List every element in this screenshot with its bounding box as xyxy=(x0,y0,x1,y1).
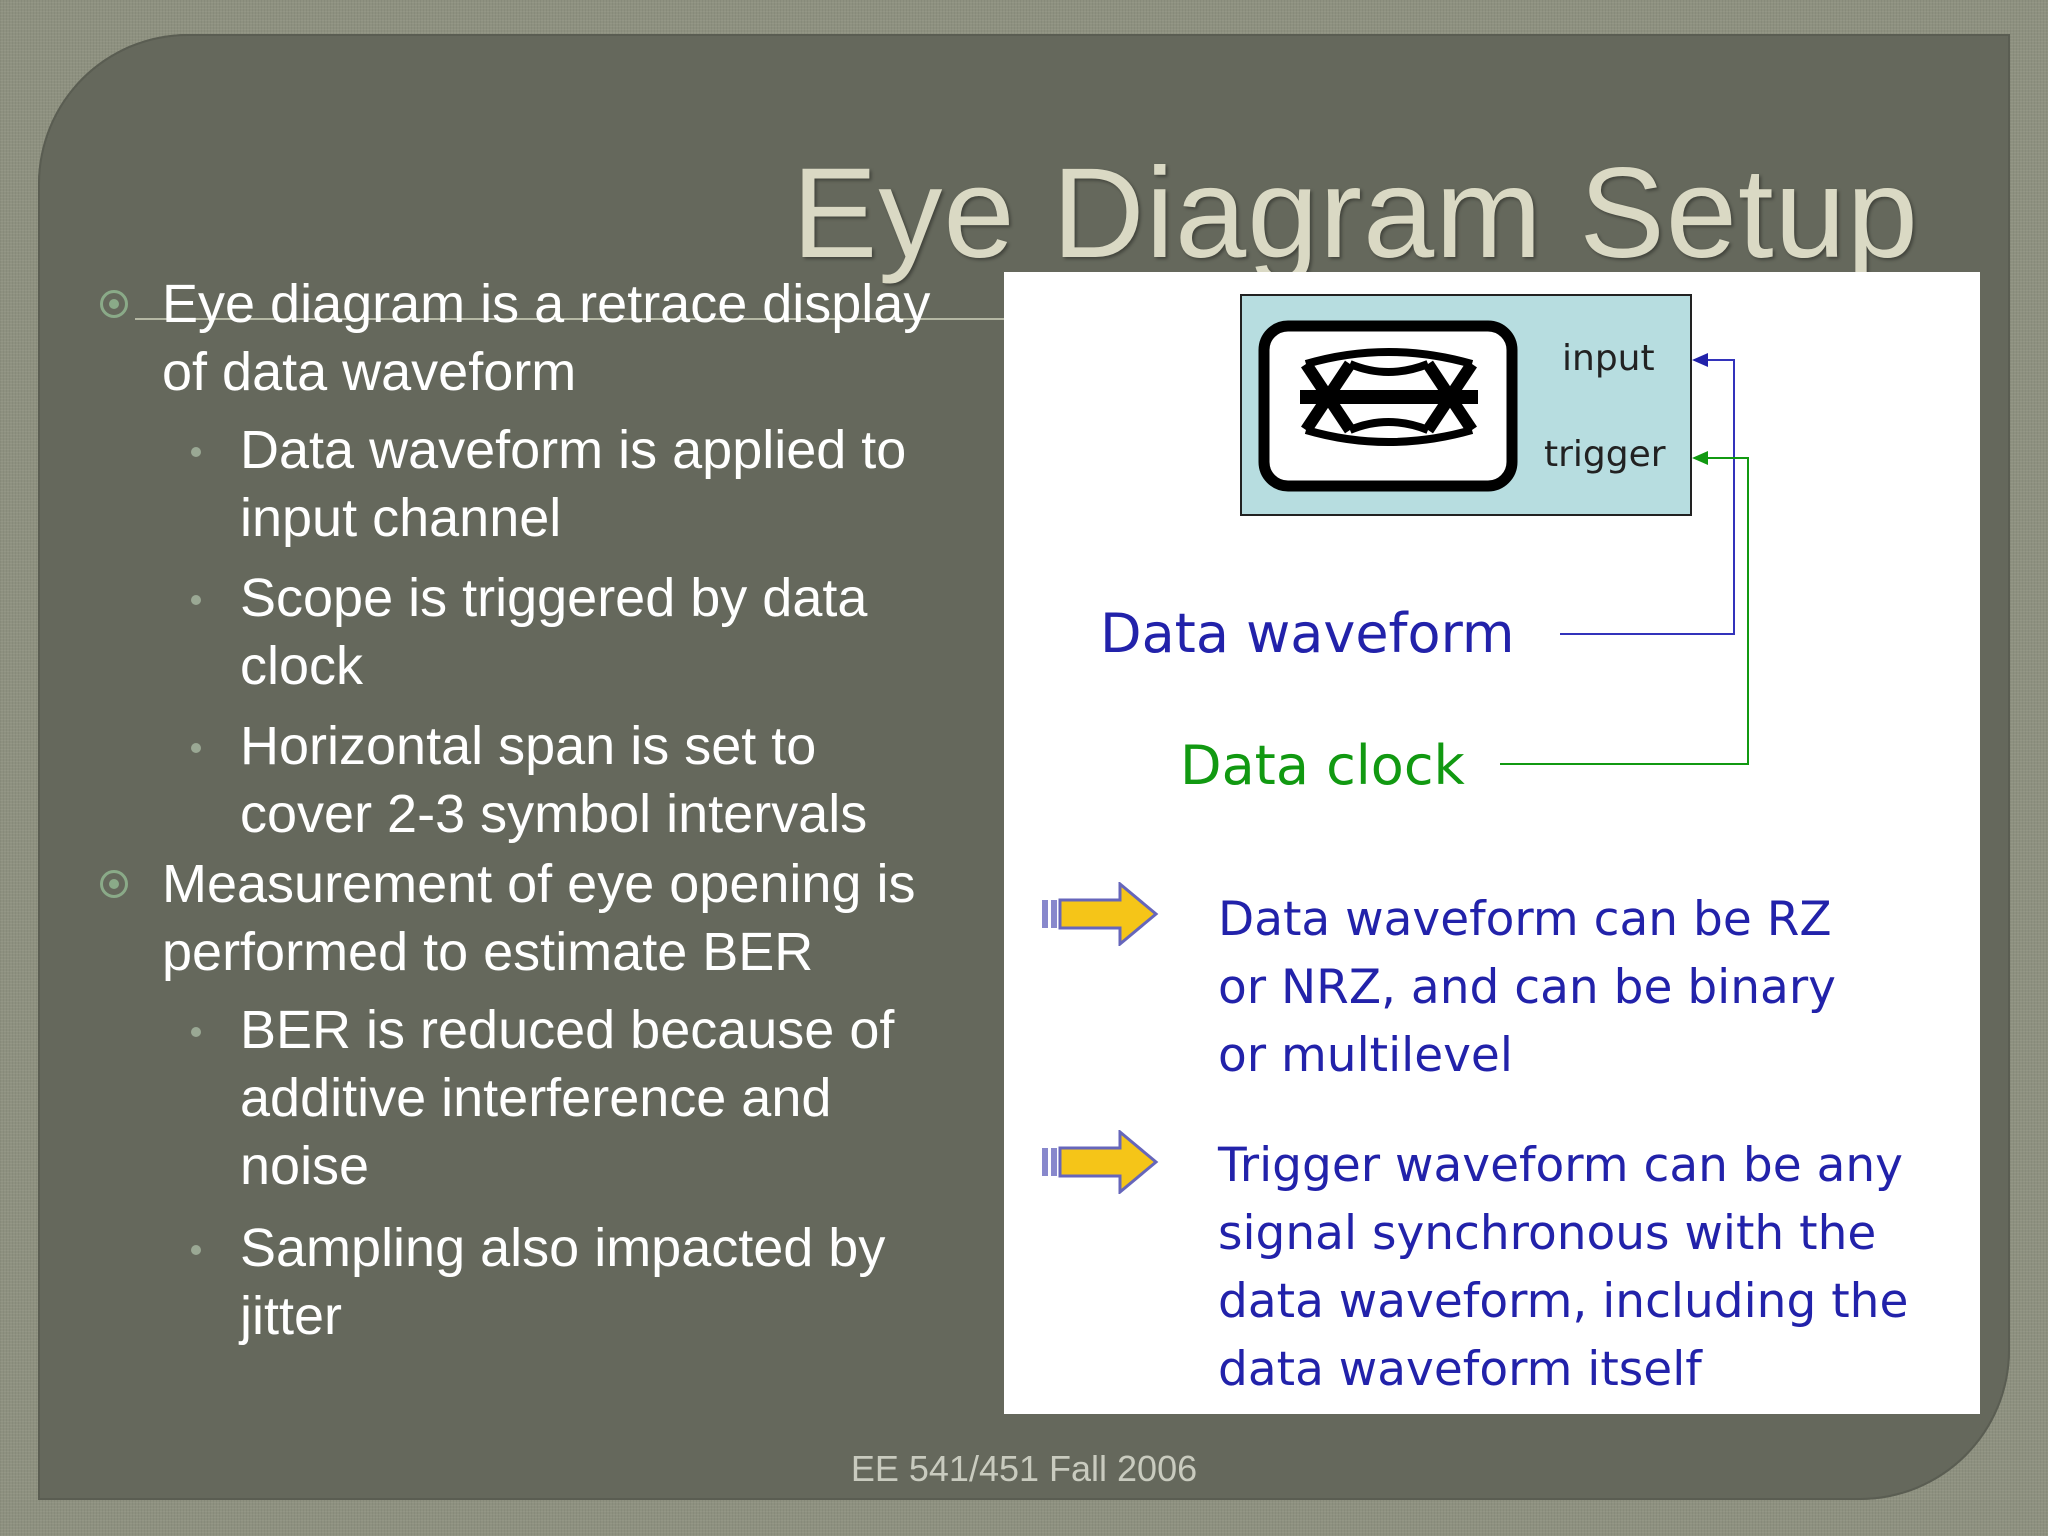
sub-bullet-1-1: Data waveform is applied to input channe… xyxy=(240,416,1000,552)
sub-bullet-line: Scope is triggered by data xyxy=(240,568,868,628)
sub-bullet-line: Sampling also impacted by xyxy=(240,1218,886,1278)
bullet-1-line-2: of data waveform xyxy=(162,342,577,402)
eye-diagram-setup-figure: input trigger Data waveform Data clock D… xyxy=(1004,272,1980,1414)
bullet-2-text: Measurement of eye opening is performed … xyxy=(162,850,1002,986)
note-line: data waveform, including the xyxy=(1218,1274,1909,1329)
sub-bullet-line: additive interference and xyxy=(240,1068,832,1128)
sub-bullet-line: cover 2-3 symbol intervals xyxy=(240,784,868,844)
data-waveform-wire xyxy=(1560,359,1735,635)
note-2: Trigger waveform can be any signal synch… xyxy=(1218,1132,1968,1404)
eye-diagram-screen-icon xyxy=(1258,320,1518,492)
sub-bullet-line: clock xyxy=(240,636,364,696)
bullet-2-line-2: performed to estimate BER xyxy=(162,922,814,982)
sub-bullet-marker-icon xyxy=(191,447,201,457)
sub-bullet-line: Horizontal span is set to xyxy=(240,716,817,776)
title-underline xyxy=(135,318,1015,320)
sub-bullet-1-3: Horizontal span is set to cover 2-3 symb… xyxy=(240,712,1000,848)
bullet-list: Eye diagram is a retrace display of data… xyxy=(0,0,1000,1400)
scope-trigger-label: trigger xyxy=(1544,434,1666,475)
input-arrowhead-icon xyxy=(1692,353,1708,367)
sub-bullet-2-1: BER is reduced because of additive inter… xyxy=(240,996,1000,1200)
pointer-arrow-icon xyxy=(1042,1130,1159,1194)
bullet-marker-icon xyxy=(100,870,128,898)
note-line: data waveform itself xyxy=(1218,1342,1702,1397)
bullet-1-text: Eye diagram is a retrace display of data… xyxy=(162,270,1002,406)
note-1: Data waveform can be RZ or NRZ, and can … xyxy=(1218,886,1968,1090)
scope-input-label: input xyxy=(1562,338,1655,379)
sub-bullet-line: BER is reduced because of xyxy=(240,1000,895,1060)
data-clock-wire xyxy=(1500,457,1749,765)
sub-bullet-line: Data waveform is applied to xyxy=(240,420,907,480)
data-waveform-label: Data waveform xyxy=(1100,602,1515,665)
signal-wires xyxy=(1500,353,1749,765)
sub-bullet-marker-icon xyxy=(191,1245,201,1255)
sub-bullet-marker-icon xyxy=(191,743,201,753)
note-line: or multilevel xyxy=(1218,1028,1513,1083)
sub-bullet-line: jitter xyxy=(240,1286,343,1346)
slide-title: Eye Diagram Setup xyxy=(792,142,1919,285)
sub-bullet-1-2: Scope is triggered by data clock xyxy=(240,564,1000,700)
sub-bullet-marker-icon xyxy=(191,1027,201,1037)
sub-bullet-line: noise xyxy=(240,1136,370,1196)
trigger-arrowhead-icon xyxy=(1692,451,1708,465)
pointer-arrow-icon xyxy=(1042,882,1159,946)
bullet-marker-icon xyxy=(100,290,128,318)
bullet-2-line-1: Measurement of eye opening is xyxy=(162,854,916,914)
sub-bullet-2-2: Sampling also impacted by jitter xyxy=(240,1214,1000,1350)
note-line: Trigger waveform can be any xyxy=(1218,1138,1903,1193)
slide-footer: EE 541/451 Fall 2006 xyxy=(850,1448,1198,1489)
sub-bullet-line: input channel xyxy=(240,488,562,548)
data-clock-label: Data clock xyxy=(1180,734,1465,797)
note-line: Data waveform can be RZ xyxy=(1218,892,1832,947)
oscilloscope: input trigger xyxy=(1240,294,1692,516)
note-line: signal synchronous with the xyxy=(1218,1206,1877,1261)
bullet-1-line-1: Eye diagram is a retrace display xyxy=(162,274,931,334)
sub-bullet-marker-icon xyxy=(191,595,201,605)
note-line: or NRZ, and can be binary xyxy=(1218,960,1836,1015)
